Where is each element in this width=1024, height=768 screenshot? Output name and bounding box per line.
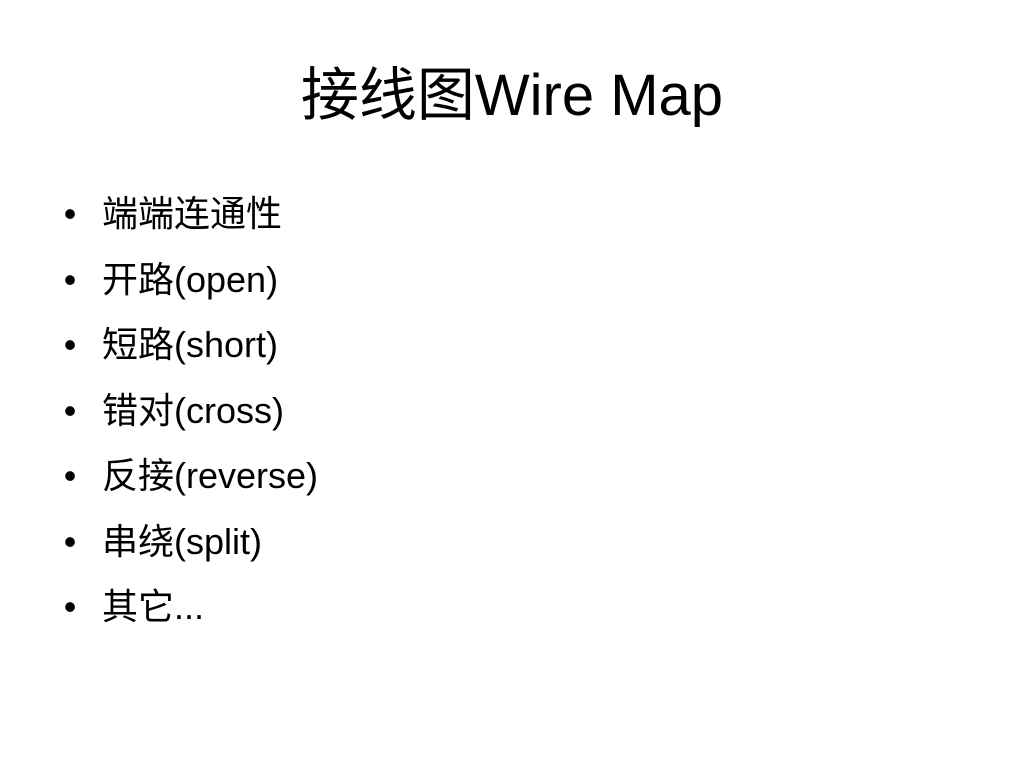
bullet-item-cross: • 错对(cross) xyxy=(60,383,318,449)
bullet-point-icon: • xyxy=(63,586,77,627)
bullet-item-split: • 串绕(split) xyxy=(60,514,318,580)
bullet-point-icon: • xyxy=(63,389,77,431)
bullet-item-short: • 短路(short) xyxy=(60,317,318,383)
slide-title: 接线图Wire Map xyxy=(300,63,724,128)
bullet-point-icon: • xyxy=(63,258,77,300)
bullet-item-open: • 开路(open) xyxy=(60,252,318,318)
bullet-item-end-to-end-connectivity: • 端端连通性 xyxy=(60,186,318,252)
bullet-point-icon: • xyxy=(63,520,77,562)
bullet-text: 开路(open) xyxy=(102,258,279,300)
bullet-text: 端端连通性 xyxy=(102,193,283,234)
bullet-text: 反接(reverse) xyxy=(102,455,319,496)
bullet-text: 串绕(split) xyxy=(102,520,262,562)
bullet-list: • 端端连通性 • 开路(open) • 短路(short) • 错对(cros… xyxy=(60,186,318,645)
bullet-item-other: • 其它... xyxy=(60,579,318,645)
bullet-text: 其它... xyxy=(102,586,205,627)
bullet-item-reverse: • 反接(reverse) xyxy=(60,448,318,514)
bullet-text: 短路(short) xyxy=(102,324,279,365)
bullet-point-icon: • xyxy=(63,455,77,496)
bullet-point-icon: • xyxy=(63,324,77,365)
bullet-text: 错对(cross) xyxy=(102,389,284,431)
bullet-point-icon: • xyxy=(63,193,77,234)
